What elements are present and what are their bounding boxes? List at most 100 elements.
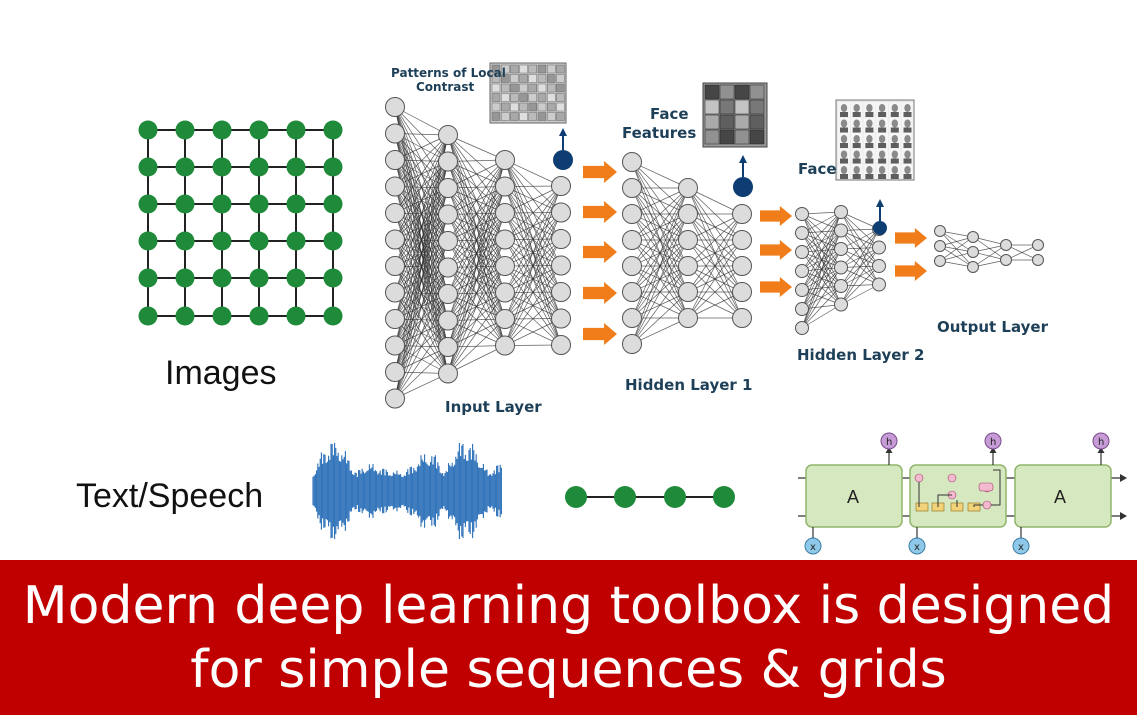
caption-text: Modern deep learning toolbox is designed… — [0, 574, 1137, 702]
neuron-node — [1032, 254, 1044, 266]
output-h-node — [984, 432, 1002, 450]
neuron-node — [622, 256, 642, 276]
output-layer-label: Output Layer — [937, 318, 1049, 336]
neuron-node — [438, 151, 458, 172]
neuron-node — [678, 230, 698, 250]
text-speech-label: Text/Speech — [76, 477, 263, 515]
neuron-node — [385, 362, 405, 382]
neuron-node — [967, 246, 979, 258]
neural-network-diagram — [385, 97, 1044, 409]
neuron-node — [834, 242, 848, 256]
flow-arrow — [895, 261, 927, 281]
neuron-node — [795, 226, 809, 240]
neuron-node — [385, 335, 405, 356]
grid-node — [138, 306, 158, 326]
grid-node — [212, 194, 232, 214]
face-features-label-line1: Face — [650, 105, 689, 123]
output-h-node — [880, 432, 898, 450]
neuron-node — [438, 284, 458, 304]
image-grid-graph — [138, 120, 343, 326]
grid-node — [249, 157, 269, 177]
neuron-node — [834, 205, 848, 219]
neuron-node — [495, 282, 515, 303]
neuron-node — [678, 282, 698, 302]
neuron-node — [551, 282, 571, 302]
neuron-node — [495, 203, 515, 223]
neuron-node — [678, 308, 698, 328]
neuron-node — [385, 203, 405, 223]
grid-node — [249, 231, 269, 251]
neuron-node — [967, 231, 979, 243]
faces-thumbnail — [835, 99, 915, 181]
grid-node — [212, 231, 232, 251]
input-x-node — [908, 537, 926, 555]
neuron-node — [967, 261, 979, 273]
grid-node — [212, 157, 232, 177]
caption-line-1: Modern deep learning toolbox is designed — [22, 575, 1115, 636]
input-x-label: x — [810, 542, 816, 553]
caption-line-2: for simple sequences & grids — [190, 639, 947, 700]
grid-node — [286, 194, 306, 214]
neuron-node — [834, 260, 848, 275]
neuron-node — [385, 388, 405, 409]
flow-arrow — [583, 323, 617, 345]
neuron-node — [438, 257, 458, 278]
neuron-node — [934, 240, 946, 252]
lstm-cell-3-label: A — [1054, 487, 1066, 507]
neuron-node — [622, 152, 642, 172]
flow-arrow — [895, 228, 927, 248]
input-x-node — [804, 537, 822, 555]
neuron-node — [385, 123, 405, 144]
face-features-thumbnail — [702, 82, 768, 148]
sequence-node — [713, 486, 735, 508]
grid-node — [323, 231, 343, 251]
grid-node — [286, 120, 306, 140]
neuron-node — [1032, 239, 1044, 251]
neuron-node — [551, 229, 571, 249]
neuron-node — [622, 230, 642, 250]
output-h-label: h — [886, 437, 892, 448]
flow-arrow — [760, 206, 792, 226]
grid-node — [286, 157, 306, 177]
neuron-node — [438, 125, 458, 145]
neuron-node — [385, 309, 405, 329]
neuron-node — [385, 229, 405, 250]
face-features-label-line2: Features — [622, 124, 696, 142]
feature-node — [733, 177, 753, 197]
neuron-node — [551, 176, 571, 196]
local-contrast-thumbnail — [489, 62, 567, 124]
neuron-node — [622, 334, 642, 354]
grid-node — [323, 268, 343, 288]
grid-node — [286, 231, 306, 251]
neuron-node — [438, 178, 458, 198]
deep-learning-diagram: Images Patterns of Local Contrast Face F… — [76, 62, 1127, 555]
neuron-node — [495, 176, 515, 197]
neuron-node — [732, 204, 752, 224]
neuron-node — [438, 337, 458, 357]
flow-arrow — [760, 277, 792, 297]
sequence-node — [614, 486, 636, 508]
neuron-node — [795, 302, 809, 316]
grid-node — [138, 157, 158, 177]
feature-node — [553, 150, 573, 170]
grid-node — [175, 157, 195, 177]
output-h-label: h — [990, 437, 996, 448]
lstm-cell-1: A — [805, 464, 903, 528]
neuron-node — [622, 282, 642, 302]
input-x-label: x — [914, 542, 920, 553]
output-h-node — [1092, 432, 1110, 450]
neuron-node — [678, 178, 698, 198]
neuron-node — [795, 283, 809, 297]
grid-node — [286, 268, 306, 288]
lstm-cell-1-label: A — [847, 487, 859, 507]
grid-node — [138, 268, 158, 288]
neuron-node — [934, 225, 946, 237]
input-layer-label: Input Layer — [445, 398, 542, 416]
grid-node — [175, 194, 195, 214]
neuron-node — [551, 255, 571, 276]
neuron-node — [622, 204, 642, 224]
speech-waveform — [312, 443, 502, 539]
neuron-node — [385, 97, 405, 117]
neuron-node — [438, 231, 458, 251]
neuron-node — [385, 150, 405, 170]
